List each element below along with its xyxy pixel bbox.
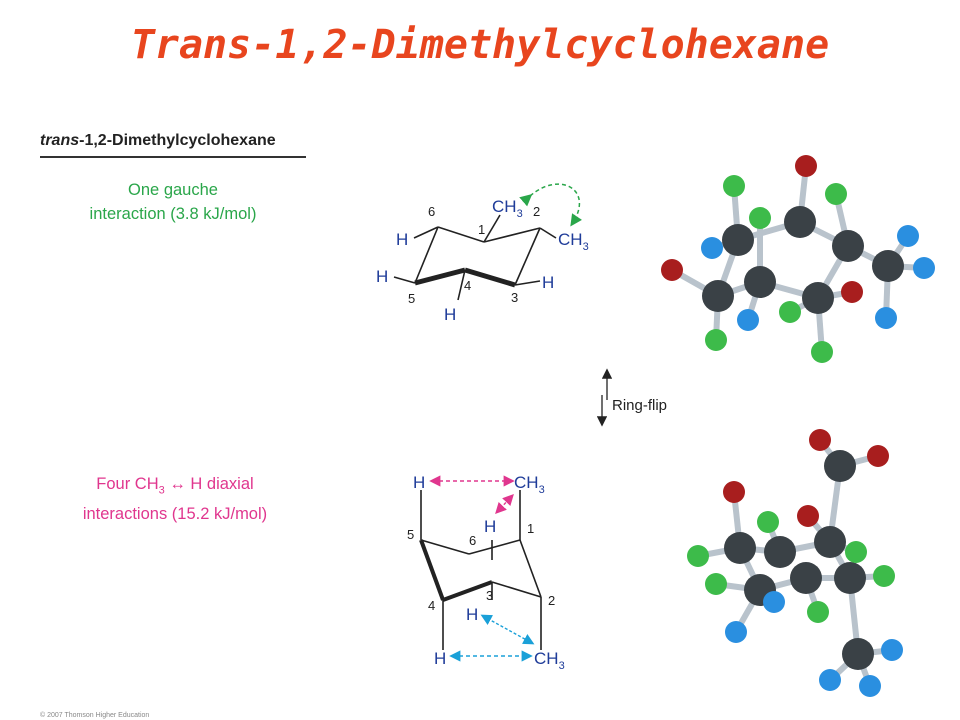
ch3-upper-label: CH3 bbox=[492, 197, 523, 220]
ring-num-6: 6 bbox=[428, 204, 435, 219]
hydrogen-atom bbox=[873, 565, 895, 587]
carbon-atom bbox=[784, 206, 816, 238]
top-chair-labels: CH3 CH3 H H H H 1 2 3 4 5 6 bbox=[376, 197, 589, 324]
figure-title-rule bbox=[40, 156, 306, 158]
diaxial-note: Four CH3 ↔ H diaxial interactions (15.2 … bbox=[40, 472, 310, 526]
red-atom bbox=[841, 281, 863, 303]
figure-title-prefix: trans bbox=[40, 132, 80, 149]
ring-flip-label: Ring-flip bbox=[612, 397, 668, 414]
h-bottom-left-label: H bbox=[434, 649, 446, 668]
diaxial-note-line2: interactions (15.2 kJ/mol) bbox=[82, 505, 268, 524]
ring-num-b5: 5 bbox=[407, 527, 414, 542]
carbon-atom bbox=[724, 532, 756, 564]
h-top-left-label: H bbox=[413, 473, 425, 492]
hydrogen-atom bbox=[913, 257, 935, 279]
h-lower-label: H bbox=[466, 605, 478, 624]
hydrogen-atom bbox=[779, 301, 801, 323]
red-atom bbox=[723, 481, 745, 503]
gauche-note-line2: interaction (3.8 kJ/mol) bbox=[89, 205, 257, 223]
gauche-note: One gauche interaction (3.8 kJ/mol) bbox=[48, 178, 298, 226]
hydrogen-atom bbox=[705, 573, 727, 595]
diaxial-arrow-diag-top bbox=[495, 493, 514, 515]
ring-num-1: 1 bbox=[478, 222, 485, 237]
red-atom bbox=[661, 259, 683, 281]
ch3-top-right-label: CH3 bbox=[514, 473, 545, 496]
ring-num-4: 4 bbox=[464, 278, 471, 293]
h-c4-label: H bbox=[444, 305, 456, 324]
ch3-right-label: CH3 bbox=[558, 230, 589, 253]
carbon-atom bbox=[744, 266, 776, 298]
carbon-atom bbox=[842, 638, 874, 670]
ring-num-b2: 2 bbox=[548, 593, 555, 608]
ring-num-5: 5 bbox=[408, 291, 415, 306]
top-ball-and-stick-model bbox=[661, 155, 935, 363]
hydrogen-atom bbox=[687, 545, 709, 567]
bottom-ball-and-stick-model bbox=[687, 429, 903, 697]
copyright-text: © 2007 Thomson Higher Education bbox=[40, 712, 150, 719]
gauche-arrow bbox=[519, 183, 583, 227]
carbon-atom bbox=[834, 562, 866, 594]
red-atom bbox=[797, 505, 819, 527]
hydrogen-atom bbox=[807, 601, 829, 623]
h-mid-label: H bbox=[484, 517, 496, 536]
hydrogen-atom bbox=[859, 675, 881, 697]
carbon-atom bbox=[832, 230, 864, 262]
ring-num-b3: 3 bbox=[486, 588, 493, 603]
hydrogen-atom bbox=[897, 225, 919, 247]
hydrogen-atom bbox=[757, 511, 779, 533]
carbon-atom bbox=[790, 562, 822, 594]
red-atom bbox=[795, 155, 817, 177]
carbon-atom bbox=[814, 526, 846, 558]
hydrogen-atom bbox=[819, 669, 841, 691]
carbon-atom bbox=[722, 224, 754, 256]
ring-flip-arrows bbox=[596, 368, 613, 427]
figure-title-rest: -1,2-Dimethylcyclohexane bbox=[79, 132, 276, 149]
diaxial-arrow-diag-bottom bbox=[480, 614, 535, 645]
hydrogen-atom bbox=[737, 309, 759, 331]
ring-num-b4: 4 bbox=[428, 598, 435, 613]
red-atom bbox=[809, 429, 831, 451]
ring-num-3: 3 bbox=[511, 290, 518, 305]
hydrogen-atom bbox=[763, 591, 785, 613]
hydrogen-atom bbox=[811, 341, 833, 363]
carbon-atom bbox=[872, 250, 904, 282]
hydrogen-atom bbox=[845, 541, 867, 563]
carbon-atom bbox=[702, 280, 734, 312]
top-chair-conformer bbox=[393, 214, 557, 301]
bottom-chair-conformer bbox=[419, 490, 542, 650]
slide-title: Trans-1,2-Dimethylcyclohexane bbox=[130, 22, 830, 68]
diaxial-note-line1: Four CH3 ↔ H diaxial bbox=[96, 475, 254, 497]
red-atom bbox=[867, 445, 889, 467]
hydrogen-atom bbox=[725, 621, 747, 643]
carbon-atom bbox=[802, 282, 834, 314]
ch3-bottom-right-label: CH3 bbox=[534, 649, 565, 672]
hydrogen-atom bbox=[881, 639, 903, 661]
ring-num-b6: 6 bbox=[469, 533, 476, 548]
hydrogen-atom bbox=[749, 207, 771, 229]
h-c3-label: H bbox=[542, 273, 554, 292]
bottom-chair-labels: H CH3 H H H CH3 1 2 3 4 5 6 bbox=[407, 473, 565, 672]
ring-num-b1: 1 bbox=[527, 521, 534, 536]
hydrogen-atom bbox=[723, 175, 745, 197]
hydrogen-atom bbox=[701, 237, 723, 259]
hydrogen-atom bbox=[875, 307, 897, 329]
hydrogen-atom bbox=[705, 329, 727, 351]
ring-num-2: 2 bbox=[533, 204, 540, 219]
h-c5-label: H bbox=[376, 267, 388, 286]
carbon-atom bbox=[824, 450, 856, 482]
hydrogen-atom bbox=[825, 183, 847, 205]
h-c6-label: H bbox=[396, 230, 408, 249]
gauche-note-line1: One gauche bbox=[128, 181, 218, 199]
figure-title: trans-1,2-Dimethylcyclohexane bbox=[40, 132, 276, 150]
carbon-atom bbox=[764, 536, 796, 568]
